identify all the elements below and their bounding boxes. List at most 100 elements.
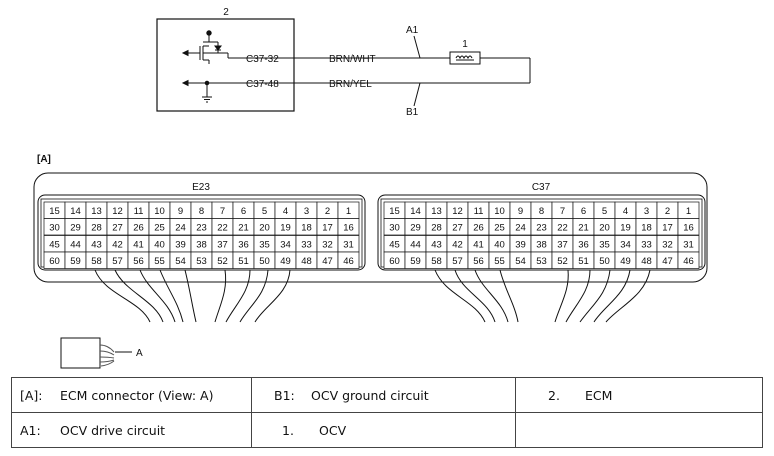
pin-number: 28 (431, 223, 442, 234)
pin-number: 55 (494, 256, 505, 267)
pin-cell (677, 251, 700, 269)
pin-number: 24 (515, 223, 526, 234)
pin-number: 50 (259, 256, 270, 267)
harness-wire (159, 269, 184, 323)
legend-row: A1:OCV drive circuit 1.OCV (11, 412, 763, 448)
pin-number: 3 (644, 206, 649, 217)
pin-number: 47 (322, 256, 333, 267)
pin-number: 3 (304, 206, 309, 217)
pin-number: 29 (70, 223, 81, 234)
pin-number: 6 (241, 206, 246, 217)
pin-number: 44 (70, 240, 81, 251)
legend-text: ECM connector (View: A) (60, 387, 214, 403)
pin-number: 51 (238, 256, 249, 267)
pin-number: 51 (578, 256, 589, 267)
pin-number: 24 (175, 223, 186, 234)
pin-number: 7 (220, 206, 225, 217)
legend-key: 2. (548, 387, 560, 403)
wire-lower-label: BRN/YEL (329, 79, 372, 90)
legend-cell (515, 412, 763, 448)
pin-number: 5 (262, 206, 267, 217)
view-label: [A] (37, 154, 51, 165)
connector-outline (33, 172, 708, 283)
pin-number: 21 (578, 223, 589, 234)
harness-wire (605, 269, 651, 323)
pin-number: 33 (301, 240, 312, 251)
pin-number: 19 (620, 223, 631, 234)
legend-text: OCV drive circuit (60, 422, 166, 438)
pin-number: 55 (154, 256, 165, 267)
pin-number: 30 (49, 223, 60, 234)
pin-number: 17 (322, 223, 333, 234)
circuit-b1-label: B1 (406, 107, 419, 118)
legend-table: [A]:ECM connector (View: A) B1:OCV groun… (11, 377, 763, 448)
pin-number: 53 (196, 256, 207, 267)
pin-number: 13 (91, 206, 102, 217)
ocv-circuit (294, 35, 531, 107)
pin-number: 41 (473, 240, 484, 251)
pin-number: 25 (494, 223, 505, 234)
pin-number: 42 (452, 240, 463, 251)
pin-number: 8 (199, 206, 204, 217)
pin-number: 41 (133, 240, 144, 251)
pin-number: 16 (343, 223, 354, 234)
pin-number: 1 (686, 206, 691, 217)
pin-number: 48 (641, 256, 652, 267)
pin-number: 4 (283, 206, 288, 217)
pin-number: 50 (599, 256, 610, 267)
pin-upper-label: C37-32 (246, 54, 279, 65)
ecm-number: 2 (223, 7, 229, 18)
pin-number: 53 (536, 256, 547, 267)
pin-number: 52 (217, 256, 228, 267)
ground-icon (181, 79, 294, 103)
harness-wire (565, 269, 591, 323)
pin-number: 10 (494, 206, 505, 217)
legend-key: A1: (20, 422, 41, 438)
pin-number: 23 (196, 223, 207, 234)
pin-number: 28 (91, 223, 102, 234)
pin-number: 43 (431, 240, 442, 251)
pin-number: 9 (178, 206, 183, 217)
pin-number: 20 (599, 223, 610, 234)
harness-wire (499, 269, 519, 323)
pin-number: 19 (280, 223, 291, 234)
pin-number: 12 (112, 206, 123, 217)
pin-number: 36 (238, 240, 249, 251)
pin-number: 44 (410, 240, 421, 251)
pin-number: 49 (280, 256, 291, 267)
ecm-box (156, 18, 295, 112)
pin-number: 48 (301, 256, 312, 267)
pin-number: 57 (112, 256, 123, 267)
legend-key: [A]: (20, 387, 43, 403)
pin-number: 52 (557, 256, 568, 267)
pin-number: 47 (662, 256, 673, 267)
legend-key: B1: (274, 387, 295, 403)
pin-number: 56 (133, 256, 144, 267)
pin-number: 30 (389, 223, 400, 234)
harness-wire (139, 269, 176, 323)
pin-number: 39 (175, 240, 186, 251)
pin-number: 40 (494, 240, 505, 251)
pin-number: 59 (410, 256, 421, 267)
pin-number: 58 (431, 256, 442, 267)
connector-housing (37, 194, 366, 271)
pin-number: 45 (389, 240, 400, 251)
pin-number: 7 (560, 206, 565, 217)
ocv-solenoid-icon (449, 51, 481, 65)
pin-number: 37 (557, 240, 568, 251)
pin-number: 10 (154, 206, 165, 217)
wire-upper-label: BRN/WHT (329, 54, 376, 65)
pin-number: 35 (259, 240, 270, 251)
pin-number: 18 (301, 223, 312, 234)
legend-row: [A]:ECM connector (View: A) B1:OCV groun… (11, 377, 763, 413)
pin-number: 2 (325, 206, 330, 217)
pin-number: 21 (238, 223, 249, 234)
harness-wire (579, 269, 611, 323)
pin-number: 37 (217, 240, 228, 251)
harness-wire (214, 269, 227, 323)
harness-wire (554, 269, 569, 323)
pin-number: 33 (641, 240, 652, 251)
pin-number: 60 (49, 256, 60, 267)
wire-harness (94, 269, 651, 323)
